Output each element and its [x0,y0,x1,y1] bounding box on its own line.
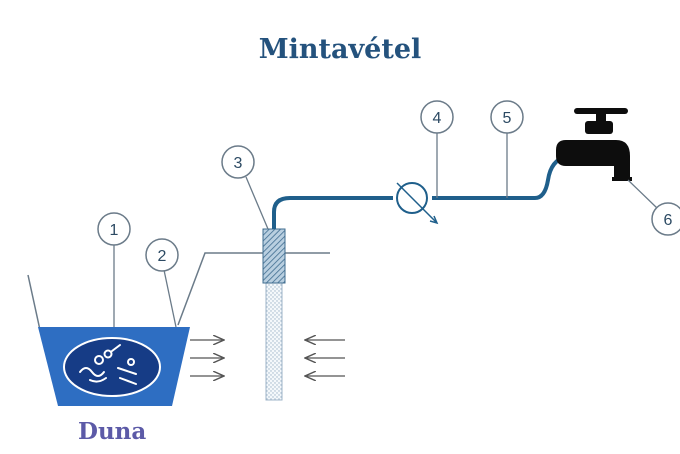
sampling-hose [432,155,567,200]
well-screen [265,282,283,401]
callout-5-label: 5 [503,110,512,127]
callout-4: 4 [420,100,454,134]
callout-4-label: 4 [433,110,442,127]
callout-6-label: 6 [664,212,673,229]
callout-leaders [113,133,658,328]
terrain-line [27,252,330,331]
river-label: Duna [78,418,147,445]
well [262,228,286,401]
groundwater-inflow-arrows [305,340,345,376]
callout-3-label: 3 [234,155,243,172]
callout-6: 6 [651,202,680,236]
well-seal [262,228,286,284]
callout-2: 2 [145,238,179,272]
callout-1-label: 1 [110,222,119,239]
microorganism-ellipse [63,337,161,397]
sampling-pipe [272,196,393,229]
flow-meter-icon [396,182,439,225]
river-outflow-arrows [190,340,224,376]
callout-3: 3 [221,145,255,179]
river-basin [38,327,190,406]
callouts: 1 2 3 4 5 6 [97,100,680,272]
callout-2-label: 2 [158,248,167,265]
callout-5: 5 [490,100,524,134]
microorganisms-icon [79,344,137,385]
water-tap-icon [556,108,632,181]
callout-1: 1 [97,212,131,246]
page-title: Mintavétel [258,34,422,65]
